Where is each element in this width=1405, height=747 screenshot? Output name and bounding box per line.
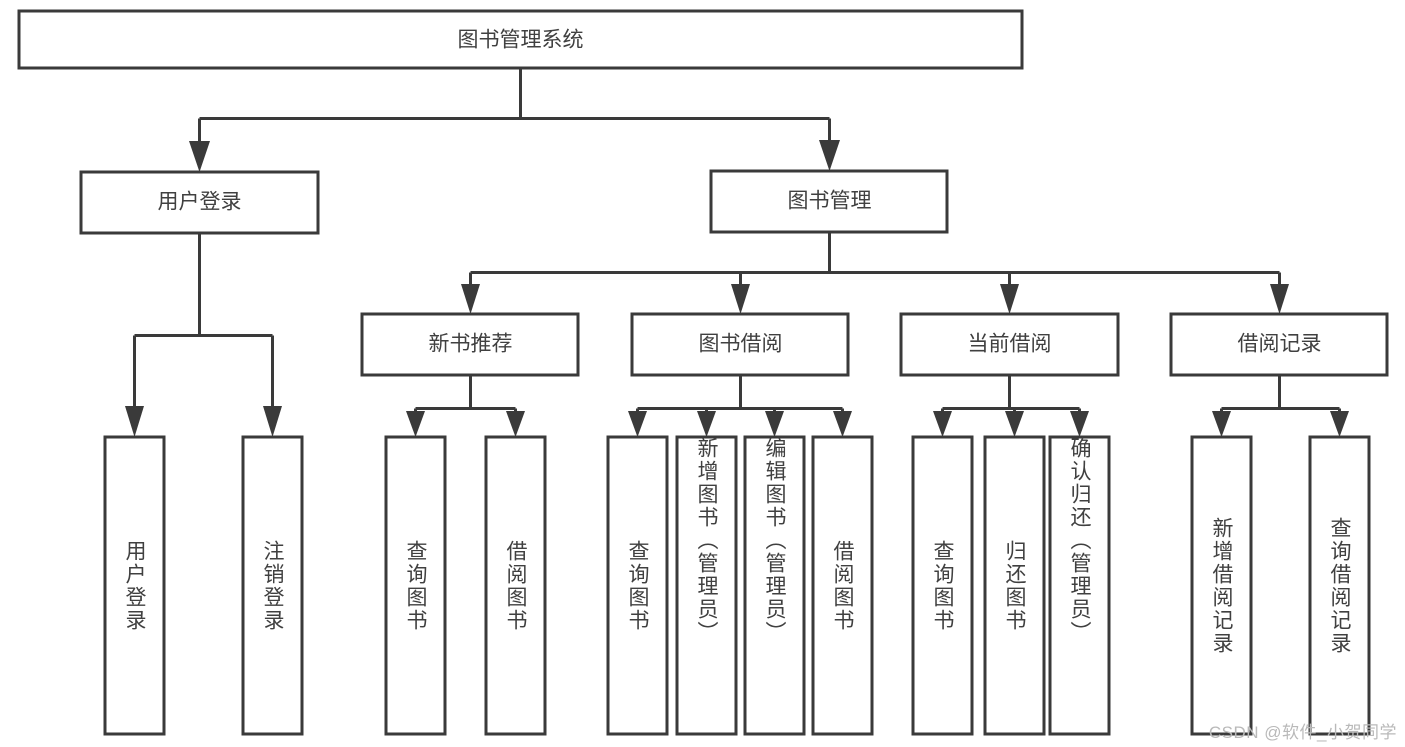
arrow-to-current-borrow — [1000, 284, 1019, 314]
node-label-user-login: 用户登录 — [158, 191, 242, 214]
node-box-borrow-record[interactable] — [1169, 312, 1389, 377]
arrow-leaf-edit-book — [765, 411, 784, 437]
arrow-leaf-add-record — [1212, 411, 1231, 437]
arrow-leaf-query-book-3 — [933, 411, 952, 437]
node-box-title[interactable] — [17, 9, 1024, 70]
arrow-to-borrow-record — [1270, 284, 1289, 314]
node-box-leaf-edit-book[interactable] — [743, 435, 806, 736]
node-box-leaf-query-book-1[interactable] — [384, 435, 447, 736]
node-box-current-borrow[interactable] — [899, 312, 1120, 377]
node-label-borrow-record: 借阅记录 — [1238, 333, 1322, 356]
node-box-book-manage[interactable] — [709, 169, 949, 234]
node-box-leaf-logout[interactable] — [241, 435, 304, 736]
node-box-leaf-user-login[interactable] — [103, 435, 166, 736]
arrow-to-book-borrow — [731, 284, 750, 314]
arrow-leaf-add-book — [697, 411, 716, 437]
node-box-user-login[interactable] — [79, 170, 320, 235]
node-label-book-borrow: 图书借阅 — [699, 333, 783, 356]
arrow-leaf-query-record — [1330, 411, 1349, 437]
node-box-leaf-return-book[interactable] — [983, 435, 1046, 736]
node-label-book-manage: 图书管理 — [788, 190, 872, 213]
arrow-leaf-query-book-2 — [628, 411, 647, 437]
node-layer: 图书管理系统 用户登录 图书管理 新书推荐 图书借阅 当前借阅 借阅记录 — [17, 9, 1389, 736]
arrow-to-new-book-rec — [461, 284, 480, 314]
arrow-leaf-logout — [263, 406, 282, 437]
arrow-leaf-borrow-book-2 — [833, 411, 852, 437]
node-box-leaf-query-book-3[interactable] — [911, 435, 974, 736]
node-box-leaf-borrow-book-2[interactable] — [811, 435, 874, 736]
node-box-leaf-add-record[interactable] — [1190, 435, 1253, 736]
arrow-leaf-return-book — [1005, 411, 1024, 437]
node-box-leaf-borrow-book-1[interactable] — [484, 435, 547, 736]
node-box-leaf-add-book[interactable] — [675, 435, 738, 736]
node-box-new-book-rec[interactable] — [360, 312, 580, 377]
arrow-leaf-borrow-book-1 — [506, 411, 525, 437]
node-box-leaf-query-record[interactable] — [1308, 435, 1371, 736]
node-label-title: 图书管理系统 — [458, 29, 584, 52]
node-label-current-borrow: 当前借阅 — [968, 333, 1052, 356]
arrow-to-user-login — [189, 141, 210, 172]
arrow-to-book-manage — [819, 140, 840, 171]
arrow-leaf-confirm-return — [1070, 411, 1089, 437]
node-box-leaf-query-book-2[interactable] — [606, 435, 669, 736]
arrow-leaf-user-login — [125, 406, 144, 437]
node-box-leaf-confirm-return[interactable] — [1048, 435, 1111, 736]
node-label-new-book-rec: 新书推荐 — [429, 333, 513, 356]
node-box-book-borrow[interactable] — [630, 312, 850, 377]
connector-layer — [125, 68, 1349, 437]
arrow-leaf-query-book-1 — [406, 411, 425, 437]
csdn-watermark: CSDN @软件_小贺同学 — [1208, 723, 1397, 742]
